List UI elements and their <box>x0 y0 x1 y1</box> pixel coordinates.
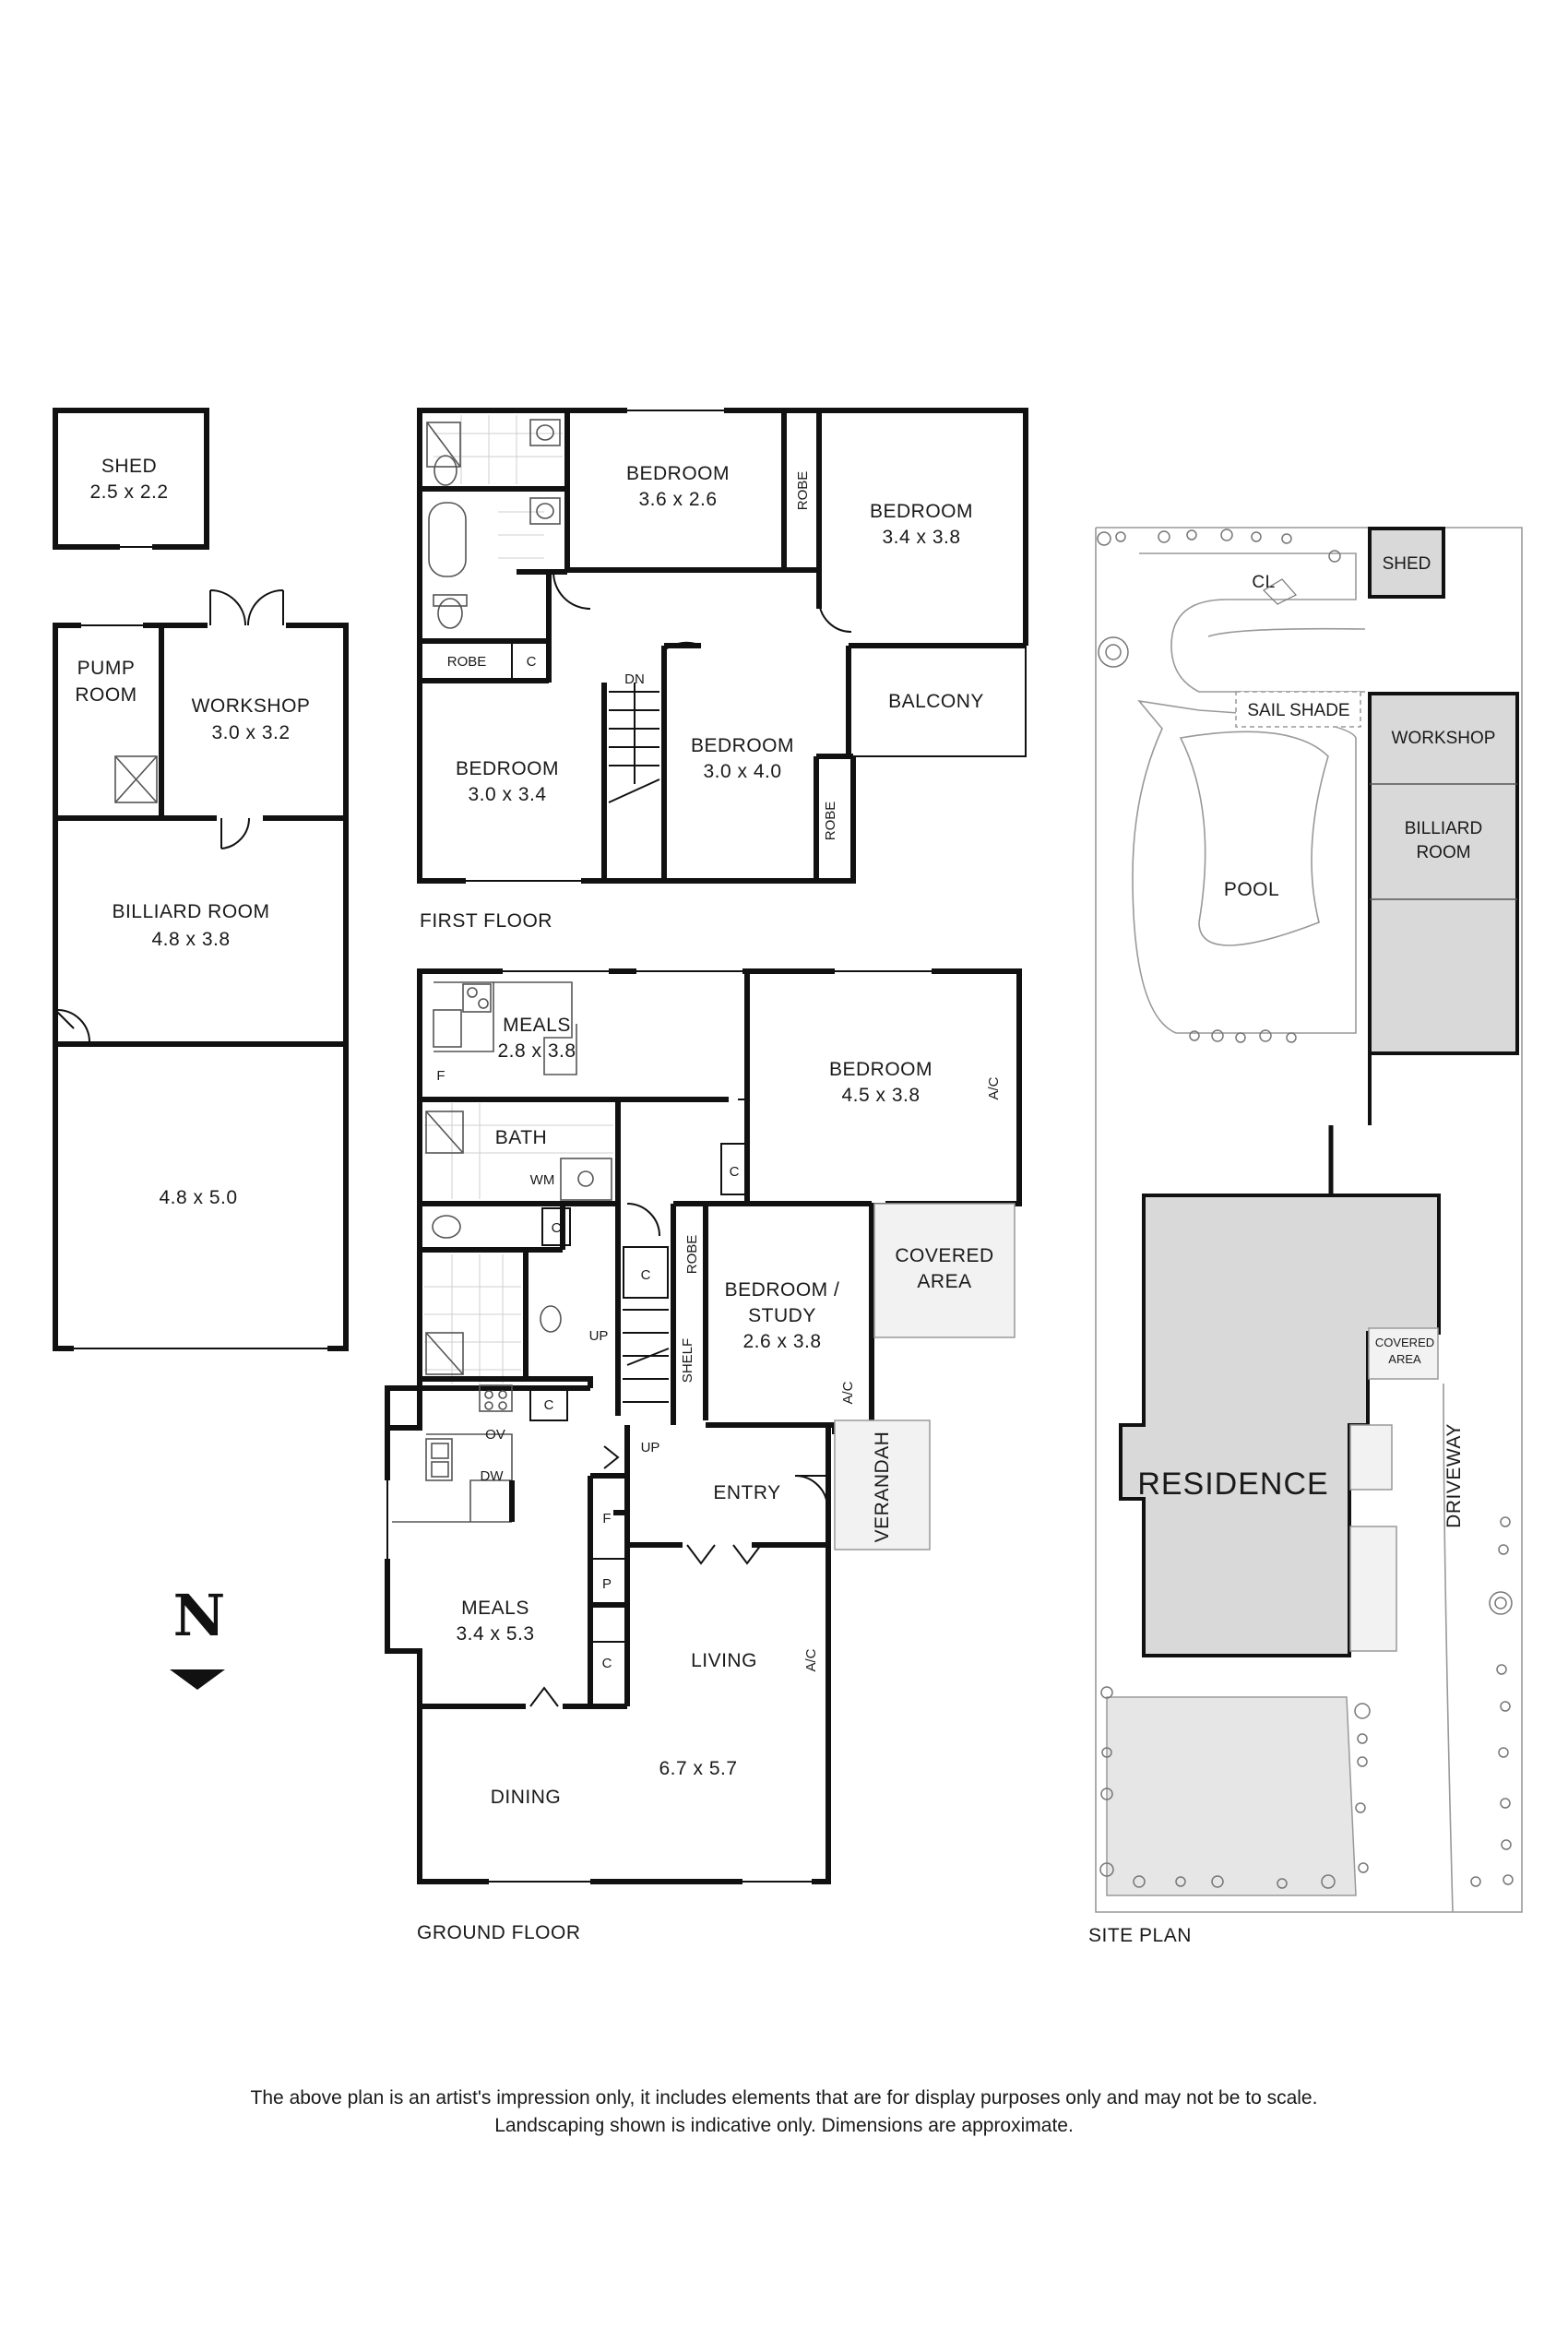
shed-name: SHED <box>101 456 157 477</box>
gf-meals-south-name: MEALS <box>461 1598 529 1619</box>
gf-cupboard-pantry: C <box>602 1656 612 1671</box>
disclaimer: The above plan is an artist's impression… <box>0 2085 1568 2140</box>
site-driveway: DRIVEWAY <box>1443 1423 1465 1528</box>
ff-bedroom-nw-dims: 3.6 x 2.6 <box>638 489 717 510</box>
ff-cupboard: C <box>527 654 537 670</box>
gf-stair-up-1: UP <box>589 1328 609 1344</box>
ff-bedroom-sw-name: BEDROOM <box>456 758 559 779</box>
first-floor-plan: BEDROOM 3.6 x 2.6 BEDROOM 3.4 x 3.8 BEDR… <box>417 408 1028 932</box>
outbuildings: SHED 2.5 x 2.2 <box>53 408 349 1351</box>
first-floor-caption: FIRST FLOOR <box>420 910 552 932</box>
ground-floor-caption: GROUND FLOOR <box>417 1922 581 1943</box>
gf-dining: DINING <box>491 1787 562 1808</box>
pump-room-line1: PUMP <box>77 658 136 679</box>
gf-cupboard-bedroom: C <box>730 1164 740 1180</box>
shed-dims: 2.5 x 2.2 <box>89 481 168 503</box>
ff-bedroom-s-name: BEDROOM <box>691 735 794 756</box>
gf-ac-living: A/C <box>803 1648 819 1671</box>
gf-bedroom-study-dims: 2.6 x 3.8 <box>742 1331 821 1352</box>
workshop-name: WORKSHOP <box>192 695 311 717</box>
site-billiard-line1: BILLIARD <box>1405 819 1482 838</box>
ff-robe-north: ROBE <box>795 471 811 511</box>
site-plan: SHED CL SAIL SHADE WORKSHOP BILLIARD ROO… <box>1088 527 1523 1946</box>
site-sail-shade: SAIL SHADE <box>1247 701 1349 720</box>
gf-pantry: P <box>602 1576 612 1592</box>
gf-oven: OV <box>485 1427 505 1443</box>
gf-meals-south-dims: 3.4 x 5.3 <box>456 1623 534 1645</box>
gf-bedroom-name: BEDROOM <box>829 1059 932 1080</box>
ff-bedroom-sw-dims: 3.0 x 3.4 <box>468 784 546 805</box>
outbuilding-block: PUMP ROOM WORKSHOP 3.0 x 3.2 BILLIARD RO… <box>53 589 349 1351</box>
gf-bedroom-study-line1: BEDROOM / <box>725 1279 840 1301</box>
workshop-dims: 3.0 x 3.2 <box>211 722 290 743</box>
site-pool: POOL <box>1224 879 1279 900</box>
disclaimer-line2: Landscaping shown is indicative only. Di… <box>494 2115 1074 2136</box>
gf-fridge-south: F <box>602 1511 611 1526</box>
first-floor-bath-tiles <box>434 415 563 559</box>
gf-dishwasher: DW <box>481 1468 505 1484</box>
gf-living: LIVING <box>691 1650 757 1671</box>
gf-covered-area-line2: AREA <box>917 1271 971 1292</box>
gf-meals-north-name: MEALS <box>503 1015 571 1036</box>
site-residence: RESIDENCE <box>1137 1467 1328 1502</box>
gf-ac-study: A/C <box>840 1381 856 1404</box>
disclaimer-line1: The above plan is an artist's impression… <box>250 2087 1318 2108</box>
gf-covered-area-line1: COVERED <box>895 1245 993 1266</box>
billiard-room-name: BILLIARD ROOM <box>112 901 269 922</box>
billiard-room-dims: 4.8 x 3.8 <box>151 929 230 950</box>
ff-bedroom-nw-name: BEDROOM <box>626 463 730 484</box>
gf-verandah: VERANDAH <box>872 1431 893 1543</box>
gf-cupboard-hall: C <box>641 1267 651 1283</box>
ground-floor-plan: MEALS 2.8 x 3.8 BEDROOM 4.5 x 3.8 BATH W… <box>385 968 1022 1943</box>
gf-robe: ROBE <box>684 1235 700 1275</box>
gf-living-dims: 6.7 x 5.7 <box>659 1758 737 1779</box>
site-covered-line2: AREA <box>1388 1352 1421 1366</box>
ff-robe-west: ROBE <box>447 654 487 670</box>
site-clothesline: CL <box>1252 573 1275 592</box>
site-shed: SHED <box>1383 554 1431 574</box>
gf-shelf: SHELF <box>680 1338 695 1383</box>
ff-bedroom-s-dims: 3.0 x 4.0 <box>703 761 781 782</box>
pump-room-line2: ROOM <box>75 684 137 706</box>
site-covered-line1: COVERED <box>1375 1336 1434 1349</box>
gf-bath-label: BATH <box>495 1127 547 1148</box>
gf-bedroom-dims: 4.5 x 3.8 <box>841 1085 920 1106</box>
first-floor-stairs <box>608 683 660 803</box>
gf-ac-bedroom: A/C <box>986 1076 1002 1099</box>
gf-stair-up-2: UP <box>641 1440 660 1455</box>
ff-bedroom-ne-name: BEDROOM <box>870 501 973 522</box>
site-plan-caption: SITE PLAN <box>1088 1925 1192 1946</box>
north-arrow-icon <box>170 1669 225 1690</box>
gf-fridge-north: F <box>436 1068 445 1084</box>
site-plan-landscaping <box>1097 529 1514 1889</box>
north-compass: N <box>170 1582 225 1690</box>
gf-bedroom-study-line2: STUDY <box>748 1305 816 1326</box>
north-letter: N <box>173 1582 226 1649</box>
gf-cupboard-bath: C <box>552 1220 562 1236</box>
gf-entry: ENTRY <box>713 1482 780 1503</box>
gf-washing-machine: WM <box>530 1172 555 1188</box>
gf-cupboard-kitchen: C <box>544 1397 554 1413</box>
site-workshop: WORKSHOP <box>1392 729 1496 748</box>
clothesline-icon <box>1263 578 1297 605</box>
garage-dims: 4.8 x 5.0 <box>159 1187 237 1208</box>
gf-meals-north-dims: 2.8 x 3.8 <box>497 1040 576 1062</box>
ff-robe-south: ROBE <box>823 802 838 841</box>
shed-outbuilding: SHED 2.5 x 2.2 <box>53 408 209 550</box>
ff-balcony: BALCONY <box>888 691 984 712</box>
site-billiard-line2: ROOM <box>1416 843 1470 862</box>
ff-bedroom-ne-dims: 3.4 x 3.8 <box>882 527 960 548</box>
ground-floor-stairs <box>623 1309 670 1403</box>
ff-stair-down: DN <box>624 671 645 687</box>
